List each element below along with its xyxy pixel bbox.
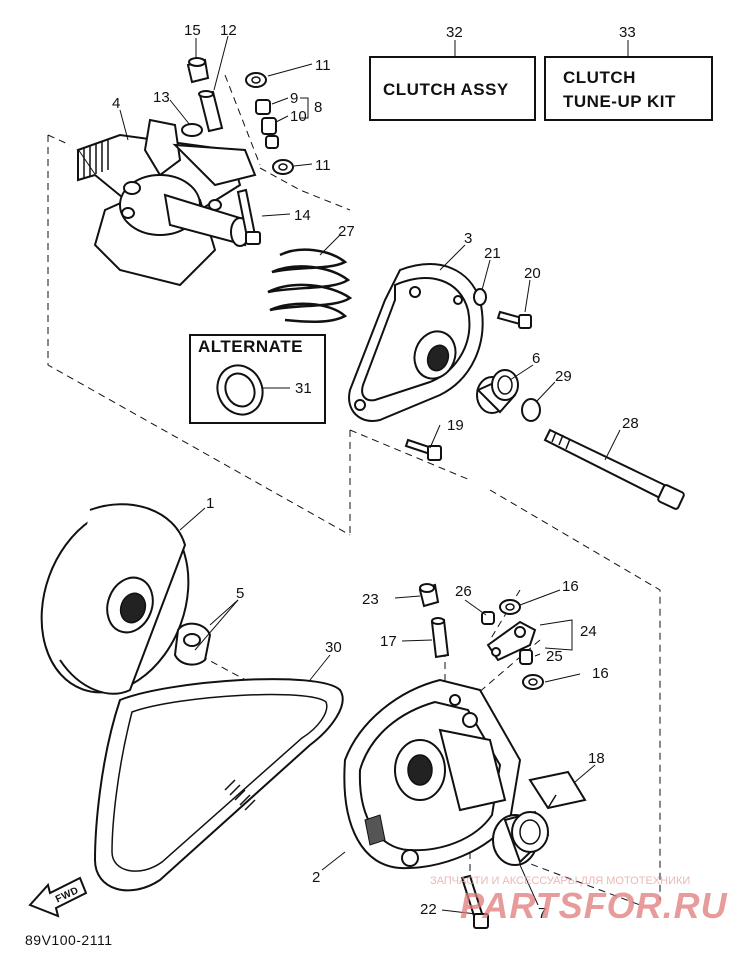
alternate-label: ALTERNATE	[198, 337, 303, 356]
callout-25: 25	[546, 648, 563, 665]
callout-27: 27	[338, 223, 355, 240]
tune-up-kit-line1: CLUTCH	[563, 68, 636, 87]
callout-22: 22	[420, 901, 437, 918]
callout-16-top: 16	[562, 578, 579, 595]
callout-32: 32	[446, 24, 463, 41]
callout-14: 14	[294, 207, 311, 224]
callout-numbers: 15 12 4 13 11 9 8 10 11 14 27 3 21 20 6 …	[112, 22, 639, 922]
watermark: ЗАПЧАСТИ И АКСЕССУАРЫ ДЛЯ МОТОТЕХНИКИ PA…	[430, 875, 728, 926]
clutch-assy-box: 32 CLUTCH ASSY	[369, 24, 536, 121]
callout-11-lower: 11	[315, 157, 331, 174]
weights-5	[173, 622, 212, 666]
callout-31: 31	[295, 380, 312, 397]
callout-29: 29	[555, 368, 572, 385]
callout-20: 20	[524, 265, 541, 282]
watermark-tagline: ЗАПЧАСТИ И АКСЕССУАРЫ ДЛЯ МОТОТЕХНИКИ	[430, 875, 690, 887]
callout-28: 28	[622, 415, 639, 432]
callout-8: 8	[314, 99, 322, 116]
callout-26: 26	[455, 583, 472, 600]
callout-15: 15	[184, 22, 201, 39]
callout-3: 3	[464, 230, 472, 247]
tune-up-kit-box: 33 CLUTCH TUNE-UP KIT	[544, 24, 713, 121]
callout-6: 6	[532, 350, 540, 367]
callout-17: 17	[380, 633, 397, 650]
callout-21: 21	[484, 245, 501, 262]
spring-27	[267, 248, 353, 323]
leader-lines	[119, 35, 621, 915]
callout-23: 23	[362, 591, 379, 608]
callout-12: 12	[220, 22, 237, 39]
callout-19: 19	[447, 417, 464, 434]
small-top-parts	[181, 57, 294, 245]
watermark-logo: PARTSFOR.RU	[460, 885, 728, 926]
callout-30: 30	[325, 639, 342, 656]
callout-7: 7	[538, 905, 546, 922]
spider-shaft-assembly	[76, 118, 257, 287]
callout-9: 9	[290, 90, 298, 107]
callout-16-lower: 16	[592, 665, 609, 682]
callout-33: 33	[619, 24, 636, 41]
diagram-code: 89V100-2111	[25, 932, 113, 948]
callout-10: 10	[290, 108, 307, 125]
callout-1: 1	[206, 495, 214, 512]
lower-small-parts	[418, 583, 587, 929]
callout-13: 13	[153, 89, 170, 106]
callout-24: 24	[580, 623, 597, 640]
callout-11-top: 11	[315, 57, 331, 74]
clutch-assy-label: CLUTCH ASSY	[383, 80, 509, 99]
callout-2: 2	[312, 869, 320, 886]
fwd-arrow: FWD	[28, 876, 88, 918]
tune-up-kit-line2: TUNE-UP KIT	[563, 92, 676, 111]
cover-assembly	[348, 263, 685, 510]
sheave-1	[40, 503, 190, 695]
alternate-box: ALTERNATE 31	[189, 334, 326, 424]
housing-2	[343, 678, 522, 870]
callout-5: 5	[236, 585, 244, 602]
callout-18: 18	[588, 750, 605, 767]
drive-belt-30	[93, 678, 344, 892]
callout-4: 4	[112, 95, 120, 112]
